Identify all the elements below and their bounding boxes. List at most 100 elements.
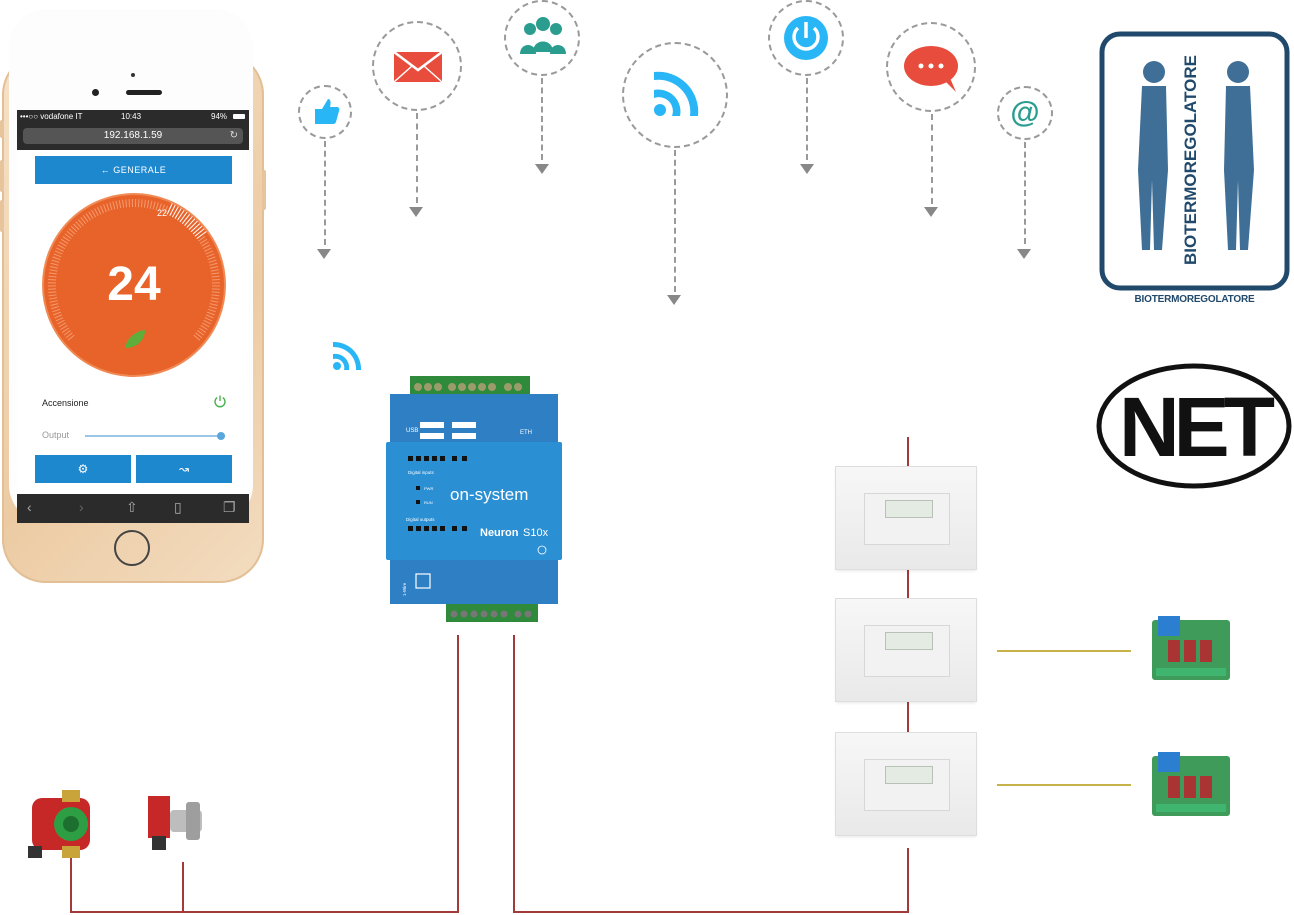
- dial-tick: [82, 215, 89, 223]
- wall-thermostat: [836, 599, 976, 701]
- dial-tick: [77, 219, 84, 226]
- dial-tick: [56, 247, 64, 252]
- url-field[interactable]: 192.168.1.59 ↻: [23, 128, 243, 144]
- back-button-label: GENERALE: [113, 165, 167, 175]
- dial-tick: [204, 317, 213, 322]
- dial-tick: [158, 203, 162, 212]
- thermostat-display: [885, 632, 933, 650]
- connector-line: [931, 114, 933, 204]
- leaf-icon: [125, 330, 145, 348]
- led-pwr-label: PWR: [424, 486, 433, 491]
- like-icon: [315, 99, 340, 124]
- thermostat-dial[interactable]: 24 22: [41, 192, 227, 378]
- dial-tick: [198, 327, 207, 333]
- arrow-down-icon: [667, 295, 681, 305]
- dial-tick: [50, 262, 59, 266]
- home-button[interactable]: [114, 530, 150, 566]
- net-logo: NET: [1096, 363, 1292, 489]
- dial-tick: [68, 228, 76, 235]
- back-button[interactable]: ← GENERALE: [35, 156, 232, 184]
- dial-tick: [48, 272, 57, 275]
- dial-tick: [88, 211, 94, 219]
- net-logo-text: NET: [1119, 380, 1275, 474]
- group-icon: [520, 17, 566, 54]
- dial-tick: [203, 319, 211, 325]
- dial-tick: [205, 314, 214, 319]
- dial-tick: [197, 330, 205, 336]
- at-icon: @: [1010, 96, 1040, 129]
- thermostat-display: [885, 766, 933, 784]
- reload-icon[interactable]: ↻: [229, 130, 238, 141]
- dial-tick: [125, 199, 128, 208]
- dial-tick: [91, 209, 97, 218]
- tabs-icon[interactable]: ❐: [223, 499, 236, 515]
- dial-tick: [208, 305, 217, 310]
- at-icon-circle: @: [997, 86, 1053, 140]
- arrow-down-icon: [535, 164, 549, 174]
- dial-tick: [211, 291, 220, 294]
- setpoint-temperature: 22: [157, 208, 167, 218]
- dial-tick: [181, 213, 191, 225]
- wall-thermostat: [836, 467, 976, 569]
- ground-icon: [537, 545, 547, 555]
- relay-board: [1152, 752, 1230, 816]
- browser-url-bar: 192.168.1.59 ↻: [17, 124, 249, 150]
- dial-tick: [166, 203, 173, 215]
- circulation-pump: [28, 790, 90, 858]
- arrow-down-icon: [1017, 249, 1031, 259]
- dial-tick: [200, 325, 208, 331]
- digital-outputs-label: Digital outputs: [406, 517, 435, 522]
- dial-tick: [205, 250, 214, 255]
- dial-tick: [112, 201, 116, 210]
- dial-tick: [70, 225, 78, 233]
- settings-button[interactable]: ⚙: [35, 455, 131, 483]
- biotermoregolatore-logo: BIOTERMOREGOLATORE: [1099, 31, 1290, 291]
- browser-forward-icon[interactable]: ›: [79, 499, 84, 515]
- dial-tick: [207, 256, 216, 261]
- group-icon-circle: [504, 0, 580, 76]
- output-slider-handle[interactable]: [216, 432, 225, 440]
- output-slider[interactable]: [85, 435, 225, 437]
- dial-tick: [109, 202, 113, 211]
- dial-tick: [51, 305, 60, 310]
- gear-icon: ⚙: [77, 462, 89, 476]
- dial-tick: [140, 199, 143, 208]
- dial-tick: [211, 294, 220, 297]
- dial-tick: [210, 265, 219, 269]
- arrow-down-icon: [409, 207, 423, 217]
- share-icon[interactable]: ⇧: [126, 499, 138, 515]
- like-icon-circle: [298, 85, 352, 139]
- arrow-down-icon: [800, 164, 814, 174]
- carrier-label: •••○○ vodafone IT: [20, 112, 83, 121]
- connector-line: [1024, 142, 1026, 244]
- power-toggle-icon[interactable]: [213, 394, 227, 408]
- dial-tick: [58, 322, 67, 328]
- dial-tick: [64, 233, 72, 240]
- dial-tick: [48, 291, 57, 294]
- onewire-label: 1-Wire: [402, 582, 407, 596]
- power-icon: [784, 16, 828, 60]
- chart-button[interactable]: ↝: [136, 455, 232, 483]
- dial-tick: [211, 278, 220, 281]
- phone-camera: [92, 89, 99, 96]
- wireless-signal-icon: [333, 341, 362, 370]
- dial-tick: [57, 319, 65, 325]
- dial-tick: [62, 236, 70, 242]
- dial-tick: [94, 208, 99, 216]
- dial-tick: [53, 253, 62, 258]
- dial-tick: [199, 238, 208, 244]
- battery-label: 94%: [211, 112, 228, 121]
- dial-tick: [73, 223, 80, 230]
- dial-tick: [66, 230, 74, 237]
- dial-tick: [54, 250, 63, 255]
- eth-label: ETH: [520, 430, 532, 436]
- dial-tick: [193, 334, 201, 341]
- phone-volume-button: [0, 160, 4, 192]
- thermostat-panel: [864, 759, 950, 811]
- bookmarks-icon[interactable]: ▯: [174, 499, 182, 515]
- phone-volume-button: [0, 200, 4, 232]
- dial-tick: [211, 275, 220, 278]
- url-text: 192.168.1.59: [103, 130, 163, 141]
- dial-tick: [179, 211, 188, 223]
- browser-back-icon[interactable]: ‹: [27, 499, 32, 515]
